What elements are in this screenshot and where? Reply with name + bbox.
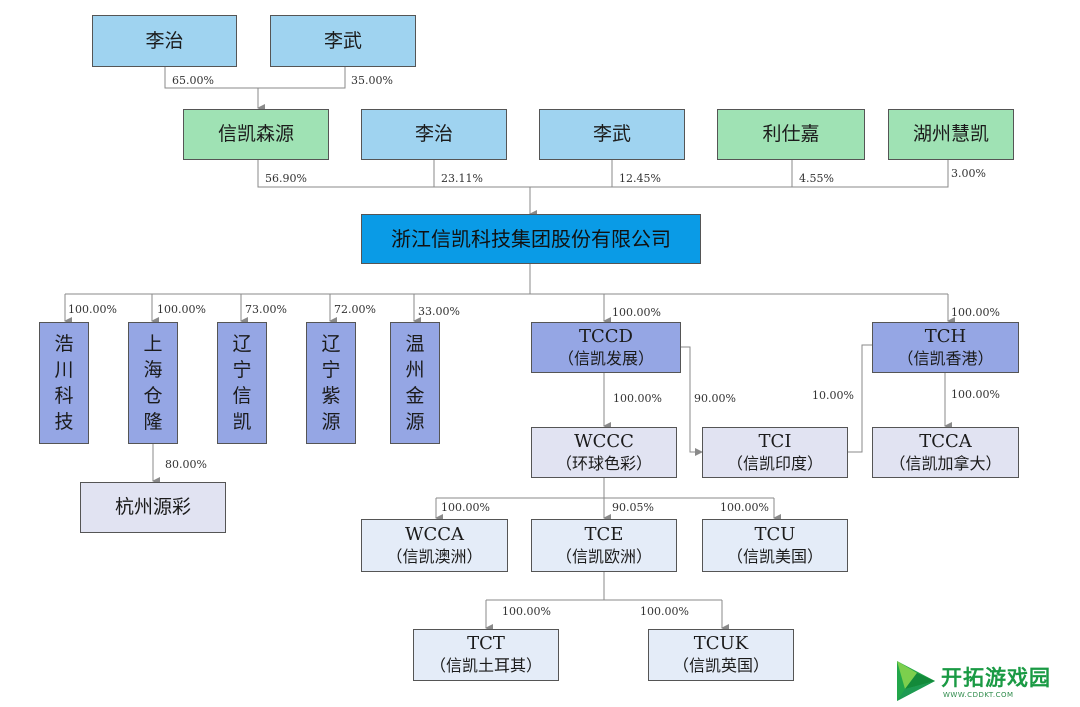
pct-label: 65.00%: [172, 74, 214, 87]
shareholder-name: 李武: [323, 29, 362, 52]
subsidiary-tcca: TCCA （信凯加拿大）: [872, 427, 1019, 478]
edge-shareholders-bus: [257, 160, 949, 188]
shareholder-name: 李治: [414, 123, 453, 146]
company-code: WCCA: [404, 523, 465, 545]
pct-label: 3.00%: [951, 167, 986, 180]
company-name: （信凯美国）: [726, 546, 823, 566]
parent-company-name: 浙江信凯科技集团股份有限公司: [391, 227, 671, 251]
subsidiary-liaoning-xinkai: 辽 宁 信 凯: [217, 322, 267, 444]
company-name: （信凯土耳其）: [429, 656, 542, 675]
subsidiary-tcuk: TCUK （信凯英国）: [648, 629, 794, 681]
company-code: TCUK: [693, 633, 749, 654]
pct-label: 56.90%: [265, 172, 307, 185]
pct-label: 100.00%: [951, 306, 1000, 319]
subsidiary-wcca: WCCA （信凯澳洲）: [361, 519, 508, 572]
subsidiary-wenzhou-jinyuan: 温 州 金 源: [390, 322, 440, 444]
shareholder-huzhou-huikai: 湖州慧凯: [888, 109, 1014, 160]
shareholder-li-shijia: 利仕嘉: [717, 109, 865, 160]
shareholder-li-zhi: 李治: [361, 109, 507, 160]
pct-label: 100.00%: [441, 501, 490, 514]
subsidiary-tce: TCE （信凯欧洲）: [531, 519, 677, 572]
edge-lizhi-top: [164, 66, 346, 89]
pct-label: 100.00%: [157, 303, 206, 316]
company-name: （信凯加拿大）: [889, 453, 1002, 473]
shareholder-name: 利仕嘉: [762, 123, 820, 146]
shareholder-name: 李武: [592, 123, 631, 146]
company-name: （信凯发展）: [557, 348, 654, 368]
shareholder-name: 湖州慧凯: [912, 123, 989, 146]
company-code: TCH: [924, 325, 967, 347]
shareholder-li-zhi-top: 李治: [92, 15, 237, 67]
company-code: TCI: [758, 430, 792, 452]
subsidiary-shanghai-canglong: 上 海 仓 隆: [128, 322, 178, 444]
subsidiary-tcu: TCU （信凯美国）: [702, 519, 848, 572]
subsidiary-liaoning-ziyuan: 辽 宁 紫 源: [306, 322, 356, 444]
pct-label: 100.00%: [613, 392, 662, 405]
subsidiary-wccc: WCCC （环球色彩）: [531, 427, 677, 478]
subsidiary-hangzhou-yuancai: 杭州源彩: [80, 482, 226, 533]
pct-label: 73.00%: [245, 303, 287, 316]
pct-label: 90.00%: [694, 392, 736, 405]
company-name: （信凯澳洲）: [386, 546, 483, 566]
company-code: TCU: [754, 523, 796, 545]
company-name: （信凯英国）: [672, 656, 769, 675]
parent-company: 浙江信凯科技集团股份有限公司: [361, 214, 701, 264]
pct-label: 72.00%: [334, 303, 376, 316]
shareholder-li-wu: 李武: [539, 109, 685, 160]
pct-label: 4.55%: [799, 172, 834, 185]
edge-tch-tci: [841, 344, 872, 456]
pct-label: 100.00%: [68, 303, 117, 316]
pct-label: 10.00%: [812, 389, 854, 402]
company-name: （信凯印度）: [726, 453, 823, 473]
company-code: WCCC: [574, 430, 634, 452]
watermark: 开拓游戏园 WWW.CDDKT.COM: [895, 658, 1075, 706]
subsidiary-tct: TCT （信凯土耳其）: [413, 629, 559, 681]
pct-label: 80.00%: [165, 458, 207, 471]
pct-label: 100.00%: [502, 605, 551, 618]
pct-label: 100.00%: [640, 605, 689, 618]
company-name: （环球色彩）: [555, 453, 652, 473]
subsidiary-tccd: TCCD （信凯发展）: [531, 322, 681, 373]
company-name: （信凯欧洲）: [555, 546, 652, 566]
shareholder-li-wu-top: 李武: [270, 15, 416, 67]
pct-label: 100.00%: [951, 388, 1000, 401]
subsidiary-tci: TCI （信凯印度）: [702, 427, 848, 478]
shareholder-name: 李治: [145, 29, 184, 52]
company-code: TCT: [467, 633, 505, 654]
pct-label: 100.00%: [612, 306, 661, 319]
watermark-logo-icon: [897, 661, 935, 701]
pct-label: 23.11%: [441, 172, 483, 185]
subsidiary-tch: TCH （信凯香港）: [872, 322, 1019, 373]
company-name: （信凯香港）: [897, 348, 994, 368]
watermark-text: 开拓游戏园: [941, 666, 1051, 690]
company-code: TCCA: [919, 430, 972, 452]
pct-label: 90.05%: [612, 501, 654, 514]
pct-label: 33.00%: [418, 305, 460, 318]
company-code: TCCD: [579, 325, 633, 347]
pct-label: 100.00%: [720, 501, 769, 514]
subsidiary-name: 杭州源彩: [114, 496, 191, 519]
shareholder-name: 信凯森源: [217, 123, 294, 146]
subsidiary-haochuan: 浩 川 科 技: [39, 322, 89, 444]
watermark-url: WWW.CDDKT.COM: [943, 691, 1014, 699]
company-code: TCE: [584, 523, 624, 545]
pct-label: 35.00%: [351, 74, 393, 87]
shareholder-xinkai-senyuan: 信凯森源: [183, 109, 329, 160]
edge-tccd-tci: [681, 346, 703, 456]
pct-label: 12.45%: [619, 172, 661, 185]
